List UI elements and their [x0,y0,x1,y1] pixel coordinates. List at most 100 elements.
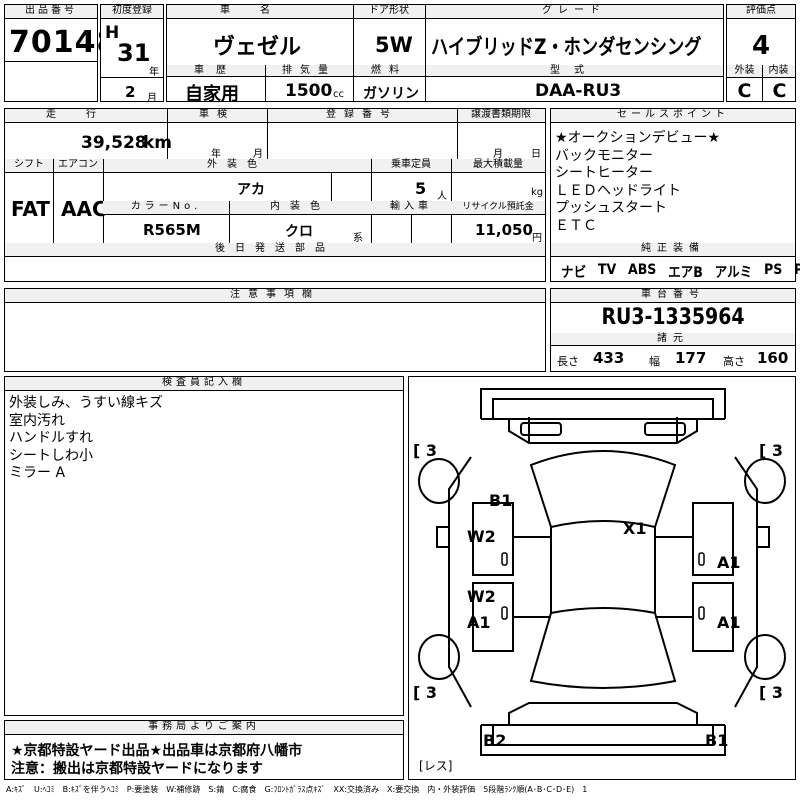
inspector-line: 室内汚れ [9,412,65,429]
office-label: 事務局よりご案内 [5,721,403,735]
equipment-item: エアB [668,265,703,281]
equipment-list: ナビ TV ABS エアB アルミ PS PW [561,262,800,282]
vehicle-info-box: 車名 ドア形状 グレード ヴェゼル 5W ハイブリッドZ・ホンダセンシング 車歴… [166,4,724,105]
mark-w2-left-front: W2 [467,527,496,546]
capacity-unit: 人 [437,191,447,202]
sales-point-item: バックモニター [555,147,653,164]
int-color-value: クロ [285,224,313,240]
car-name-label: 車名 [167,5,353,19]
interior-value: C [772,80,787,102]
tire-rear-left-label: [ 3 [413,683,438,702]
fuel-label: 燃料 [353,65,425,77]
color-no-label: カラーNo. [103,201,229,215]
office-line: ★京都特設ヤード出品★出品車は京都府八幡市 [11,743,303,759]
first-registration-divider [101,77,163,78]
history-value: 自家用 [185,84,239,105]
year-unit: 年 [149,67,159,78]
interior-label: 内装 [762,65,795,78]
equipment-item: PW [794,262,800,282]
tire-front-right-label: [ 3 [759,441,784,460]
car-name-value: ヴェゼル [213,35,302,60]
displacement-value: 1500 [285,81,333,101]
notes-box: 注意事項欄 [4,288,546,372]
sales-points-label: セールスポイント [551,109,795,123]
office-box: 事務局よりご案内 ★京都特設ヤード出品★出品車は京都府八幡市 注意：搬出は京都特… [4,720,404,780]
sales-points-box: セールスポイント ★オークションデビュー★ バックモニター シートヒーター ＬＥ… [550,108,800,282]
transfer-month-unit: 月 [493,149,503,160]
mark-a1-left-rear: A1 [467,613,491,632]
width-value: 177 [675,349,707,367]
capacity-value: 5 [415,179,427,198]
sales-point-item: ＬＥＤヘッドライト [555,182,681,199]
inspector-label: 検査員記入欄 [5,377,403,391]
width-label: 幅 [649,355,660,368]
lot-number-divider [5,61,97,62]
recycle-label: リサイクル預託金 [451,201,545,215]
inspector-box: 検査員記入欄 外装しみ、うすい線キズ 室内汚れ ハンドルすれ シートしわ小 ミラ… [4,376,404,716]
office-line: 注意：搬出は京都特設ヤードになります [11,761,263,777]
exterior-value: C [737,80,752,102]
inspector-line: ハンドルすれ [9,430,93,446]
height-value: 160 [757,349,789,367]
equipment-item: TV [597,262,617,278]
max-load-label: 最大積載量 [451,159,545,173]
era-letter: H [105,23,120,43]
inspection-month-unit: 月 [253,149,263,160]
grade-label: グレード [425,5,723,19]
int-color-unit: 系 [353,233,363,244]
chassis-box: 車台番号 RU3-1335964 諸元 長さ 433 幅 177 高さ 160 [550,288,796,372]
mark-x1: X1 [623,519,647,538]
history-label: 車歴 [167,65,265,77]
era-year: 31 [117,39,151,67]
lot-number-box: 出品番号 70148 [4,4,117,102]
tire-front-left-label: [ 3 [413,441,438,460]
sales-points-list: ★オークションデビュー★ バックモニター シートヒーター ＬＥＤヘッドライト プ… [555,130,720,235]
ext-color-label: 外装色 [103,159,371,173]
model-value: DAA-RU3 [535,81,622,101]
mileage-label: 走行 [5,109,167,123]
inspector-line: シートしわ小 [9,447,93,464]
fuel-value: ガソリン [363,86,419,102]
month-value: 2 [125,83,136,101]
grade-value: ハイブリッドZ・ホンダセンシング [431,35,702,59]
car-outline [418,388,786,756]
lot-number-value: 70148 [9,25,119,60]
mark-b1-front: B1 [489,491,513,510]
int-color-label: 内装色 [229,201,371,215]
door-value: 5W [375,33,413,57]
color-no-value: R565M [143,221,201,239]
inspector-line: 外装しみ、うすい線キズ [9,395,163,411]
equipment-item: PS [763,262,783,278]
capacity-label: 乗車定員 [371,159,451,173]
score-box: 評価点 4 外装 内装 C C [726,4,796,102]
sales-point-item: ★オークションデビュー★ [555,130,721,146]
mark-a1-right-front: A1 [717,553,741,572]
mark-b2-rear: B2 [483,731,507,750]
displacement-label: 排気量 [265,65,353,77]
mark-b1-rear: B1 [705,731,729,750]
tire-rear-right-label: [ 3 [759,683,784,702]
mileage-value: 39,528 [81,133,147,153]
score-value: 4 [751,31,771,61]
length-label: 長さ [557,355,579,368]
recycle-unit: 円 [532,233,542,244]
equipment-item: アルミ [714,265,753,281]
chassis-value: RU3-1335964 [601,305,745,330]
mileage-unit: km [143,133,173,153]
transfer-day-unit: 日 [531,149,541,160]
registration-label: 登録番号 [267,109,457,123]
height-label: 高さ [723,355,745,368]
chassis-label: 車台番号 [551,289,795,303]
inspection-label: 車検 [167,109,267,123]
recycle-value: 11,050 [475,221,533,239]
details-box: 走行 車検 登録番号 譲渡書類期限 39,528 km 年 月 月 日 シフト … [4,108,546,282]
max-load-unit: kg [531,187,544,198]
import-label: 輸入車 [371,201,451,215]
ext-color-value: アカ [237,182,265,198]
notes-label: 注意事項欄 [5,289,545,303]
length-value: 433 [593,349,625,367]
sales-point-item: シートヒーター [555,165,653,181]
later-parts-label: 後日発送部品 [5,243,545,257]
first-registration-box: 初度登録 H 31 年 2 月 [100,4,164,104]
spare-tire-label: [レス] [419,759,453,773]
